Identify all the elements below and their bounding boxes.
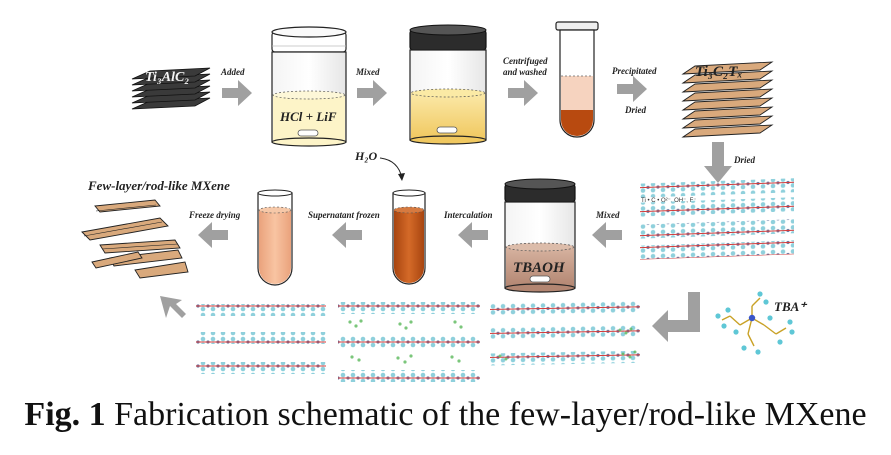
arrow-centrifuged: Centrifuged and washed bbox=[503, 56, 548, 106]
step-intercalation-label: Intercalation bbox=[443, 210, 493, 220]
caption-prefix: Fig. 1 bbox=[24, 396, 106, 433]
step-dried-label-1: Dried bbox=[624, 105, 646, 115]
arrow-mixed: Mixed bbox=[355, 67, 387, 106]
step-supernatant-label: Supernatant frozen bbox=[308, 210, 380, 220]
arrow-dried-down: Dried bbox=[704, 142, 755, 183]
centrifuge-tube bbox=[555, 21, 599, 138]
ti3c2tx-stack: Ti₃C₂Tₓ bbox=[681, 61, 774, 138]
step-precipitated-label: Precipitated bbox=[612, 66, 657, 76]
beaker-yellow-mixture bbox=[409, 24, 487, 145]
step-dried-label-2: Dried bbox=[733, 155, 755, 165]
fabrication-schematic: Ti₃AlC₂ Added HCl + LiF Mixed Centrifuge… bbox=[81, 21, 808, 382]
few-layer-mxene-product: Few-layer/rod-like MXene bbox=[81, 178, 230, 279]
tba-molecule: TBA⁺ bbox=[715, 291, 808, 355]
step-mixed-label: Mixed bbox=[355, 67, 380, 77]
arrow-supernatant: Supernatant frozen bbox=[308, 210, 380, 248]
tube-intercalated bbox=[392, 189, 426, 285]
arrow-mixed-tbaoh: Mixed bbox=[592, 210, 622, 248]
ti3alc2-stack: Ti₃AlC₂ bbox=[131, 67, 211, 110]
mxene-delaminated-structure bbox=[196, 304, 326, 374]
beaker-tbaoh: TBAOH bbox=[504, 178, 576, 293]
mxene-swollen-structure bbox=[338, 302, 480, 382]
mxene-tba-intercalated bbox=[490, 300, 640, 366]
arrow-added: Added bbox=[220, 67, 252, 106]
arrow-intercalation: Intercalation bbox=[443, 210, 493, 248]
step-centrifuged-label-2: and washed bbox=[503, 67, 547, 77]
water-label: H₂O bbox=[354, 149, 378, 163]
tbaoh-label: TBAOH bbox=[513, 260, 566, 276]
ti3alc2-label: Ti₃AlC₂ bbox=[145, 70, 189, 85]
caption-text: Fabrication schematic of the few-layer/r… bbox=[105, 396, 867, 433]
step-freeze-label: Freeze drying bbox=[188, 210, 241, 220]
arrow-precipitated: Precipitated Dried bbox=[612, 66, 657, 115]
arrow-to-product bbox=[160, 296, 192, 318]
ti3c2tx-label: Ti₃C₂Tₓ bbox=[695, 64, 743, 80]
figure-caption: Fig. 1 Fabrication schematic of the few-… bbox=[0, 396, 891, 434]
arrow-freeze-drying: Freeze drying bbox=[188, 210, 241, 248]
mxene-layered-structure: Ti • C • O²⁻, OH⁻, F⁻ bbox=[640, 178, 794, 260]
water-addition: H₂O bbox=[354, 149, 405, 181]
hcl-lif-label: HCl + LiF bbox=[279, 109, 337, 124]
tube-supernatant bbox=[257, 189, 293, 286]
step-mixed-2-label: Mixed bbox=[595, 210, 620, 220]
atom-legend: Ti • C • O²⁻, OH⁻, F⁻ bbox=[641, 198, 696, 204]
arrow-return-bottom-right bbox=[652, 292, 700, 342]
step-added-label: Added bbox=[220, 67, 245, 77]
step-centrifuged-label-1: Centrifuged bbox=[503, 56, 548, 66]
product-label: Few-layer/rod-like MXene bbox=[87, 178, 230, 193]
beaker-hcl-lif: HCl + LiF bbox=[271, 26, 347, 147]
tba-label: TBA⁺ bbox=[774, 299, 808, 314]
